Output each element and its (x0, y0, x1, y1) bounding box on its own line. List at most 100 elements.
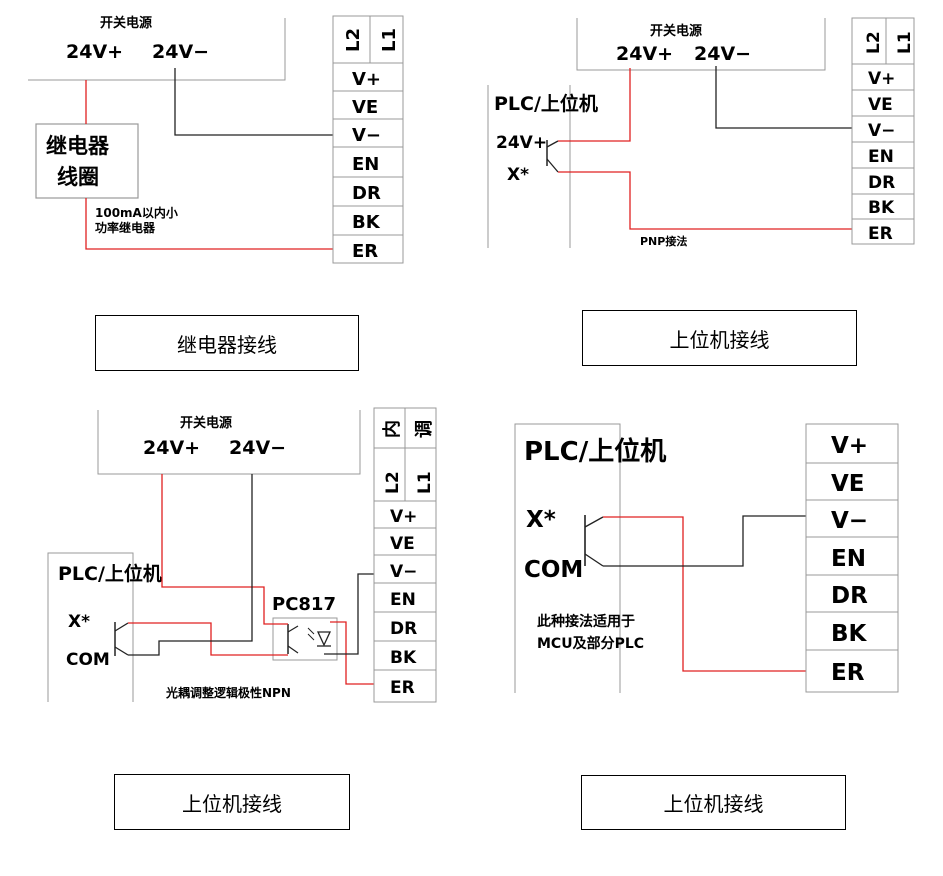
caption-pnp: 上位机接线 (582, 310, 857, 366)
npn-power-box (97, 410, 361, 475)
relay-term-5: BK (352, 212, 381, 233)
mcu-plc-com: COM (524, 557, 583, 583)
panel-mcu: PLC/上位机 X* COM 此种接法适用于 MCU及部分PLC V+ VE V… (514, 423, 899, 693)
npn-term-4: DR (390, 619, 417, 639)
npn-plc-x: X* (68, 612, 90, 632)
relay-l2: L2 (343, 28, 364, 52)
relay-coil-line1: 继电器 (46, 134, 110, 158)
npn-term-3: EN (390, 590, 416, 610)
npn-opto-transistor-icon (287, 624, 299, 654)
pnp-transistor-icon (546, 140, 559, 173)
mcu-plc-label: PLC/上位机 (524, 436, 666, 467)
mcu-term-0: V+ (831, 433, 868, 459)
npn-inner-1: 内 (381, 420, 403, 438)
pnp-wire-red-er (558, 171, 852, 230)
caption-relay: 继电器接线 (95, 315, 359, 371)
pnp-wire-red-24v (558, 68, 631, 142)
pnp-power-box (576, 18, 826, 71)
pnp-term-2: V− (868, 121, 895, 141)
relay-note-line2: 功率继电器 (95, 220, 156, 235)
mcu-wire-red (603, 516, 806, 672)
relay-term-2: V− (352, 125, 381, 146)
pnp-l1: L1 (895, 31, 915, 54)
npn-inner-2: 调 (414, 420, 435, 438)
pnp-plc-label: PLC/上位机 (494, 92, 598, 115)
relay-note-line1: 100mA以内小 (95, 205, 178, 220)
pnp-terminal-block: L2 L1 V+ VE V− EN DR BK ER (851, 17, 915, 245)
mcu-term-5: BK (831, 621, 868, 647)
pnp-term-0: V+ (868, 69, 895, 89)
panel-relay: 开关电源 24V+ 24V− 继电器 线圈 100mA以内小 功率继电器 L2 … (28, 15, 404, 264)
npn-opto-box (272, 617, 338, 661)
pnp-power-title: 开关电源 (650, 23, 702, 39)
panel-pnp: 开关电源 24V+ 24V− PLC/上位机 24V+ X* PNP接法 (487, 17, 915, 248)
pnp-term-6: ER (868, 224, 893, 244)
relay-term-4: DR (352, 183, 381, 204)
caption-npn-opto: 上位机接线 (114, 774, 350, 830)
npn-plc-box (47, 552, 134, 702)
npn-opto-label: PC817 (272, 594, 336, 615)
npn-l2: L2 (383, 471, 403, 494)
relay-term-0: V+ (352, 69, 381, 90)
mcu-plc-x: X* (526, 507, 556, 533)
npn-term-0: V+ (390, 507, 417, 527)
relay-term-3: EN (352, 154, 379, 175)
relay-power-box (28, 18, 286, 81)
caption-mcu: 上位机接线 (581, 775, 846, 830)
npn-term-1: VE (390, 534, 415, 554)
relay-coil-box (35, 123, 139, 199)
mcu-note-line1: 此种接法适用于 (537, 613, 635, 630)
npn-terminal-block: 内 调 L2 L1 V+ VE V− EN DR BK ER (373, 407, 437, 703)
panel-npn-opto: 开关电源 24V+ 24V− PLC/上位机 X* COM PC817 (47, 407, 437, 703)
npn-plc-com: COM (66, 650, 110, 670)
pnp-wire-black (715, 66, 852, 129)
npn-term-5: BK (390, 648, 417, 668)
npn-opto-led-icon (307, 627, 332, 647)
pnp-v-minus: 24V− (694, 43, 751, 65)
relay-wire-red-bottom (85, 198, 333, 250)
npn-term-6: ER (390, 678, 415, 698)
npn-wire-black-com (128, 474, 253, 656)
relay-term-6: ER (352, 241, 378, 262)
relay-wire-black (174, 68, 333, 136)
pnp-term-5: BK (868, 198, 895, 218)
mcu-term-1: VE (831, 471, 865, 497)
npn-term-2: V− (390, 562, 417, 582)
pnp-plc-x: X* (507, 165, 529, 185)
npn-plc-label: PLC/上位机 (58, 562, 162, 585)
relay-power-title: 开关电源 (100, 15, 152, 31)
pnp-v-plus: 24V+ (616, 43, 673, 65)
npn-wire-red-x (128, 622, 288, 656)
mcu-transistor-icon (584, 515, 604, 567)
npn-wire-black-vminus (324, 573, 374, 655)
pnp-term-4: DR (868, 173, 895, 193)
pnp-term-1: VE (868, 95, 893, 115)
relay-term-1: VE (352, 97, 378, 118)
relay-l1: L1 (379, 28, 400, 52)
mcu-term-4: DR (831, 583, 868, 609)
relay-coil-line2: 线圈 (57, 165, 99, 189)
npn-wire-red-er (330, 621, 374, 685)
npn-wire-red-24v (161, 474, 288, 625)
mcu-wire-black (603, 515, 806, 567)
pnp-l2: L2 (864, 31, 884, 54)
pnp-note: PNP接法 (640, 234, 687, 248)
npn-note: 光耦调整逻辑极性NPN (165, 685, 291, 700)
relay-terminal-block: L2 L1 V+ VE V− EN DR BK ER (332, 15, 404, 264)
mcu-term-6: ER (831, 660, 865, 686)
relay-v-minus: 24V− (152, 41, 209, 63)
pnp-plc-24v: 24V+ (496, 133, 547, 153)
mcu-terminal-block: V+ VE V− EN DR BK ER (805, 423, 899, 693)
mcu-term-2: V− (831, 508, 868, 534)
npn-transistor-icon (114, 622, 129, 656)
npn-v-plus: 24V+ (143, 437, 200, 459)
npn-l1: L1 (415, 471, 435, 494)
npn-power-title: 开关电源 (180, 415, 232, 431)
mcu-plc-box (514, 423, 621, 693)
mcu-note-line2: MCU及部分PLC (537, 635, 644, 652)
mcu-term-3: EN (831, 546, 866, 572)
pnp-term-3: EN (868, 147, 894, 167)
npn-v-minus: 24V− (229, 437, 286, 459)
relay-v-plus: 24V+ (66, 41, 123, 63)
